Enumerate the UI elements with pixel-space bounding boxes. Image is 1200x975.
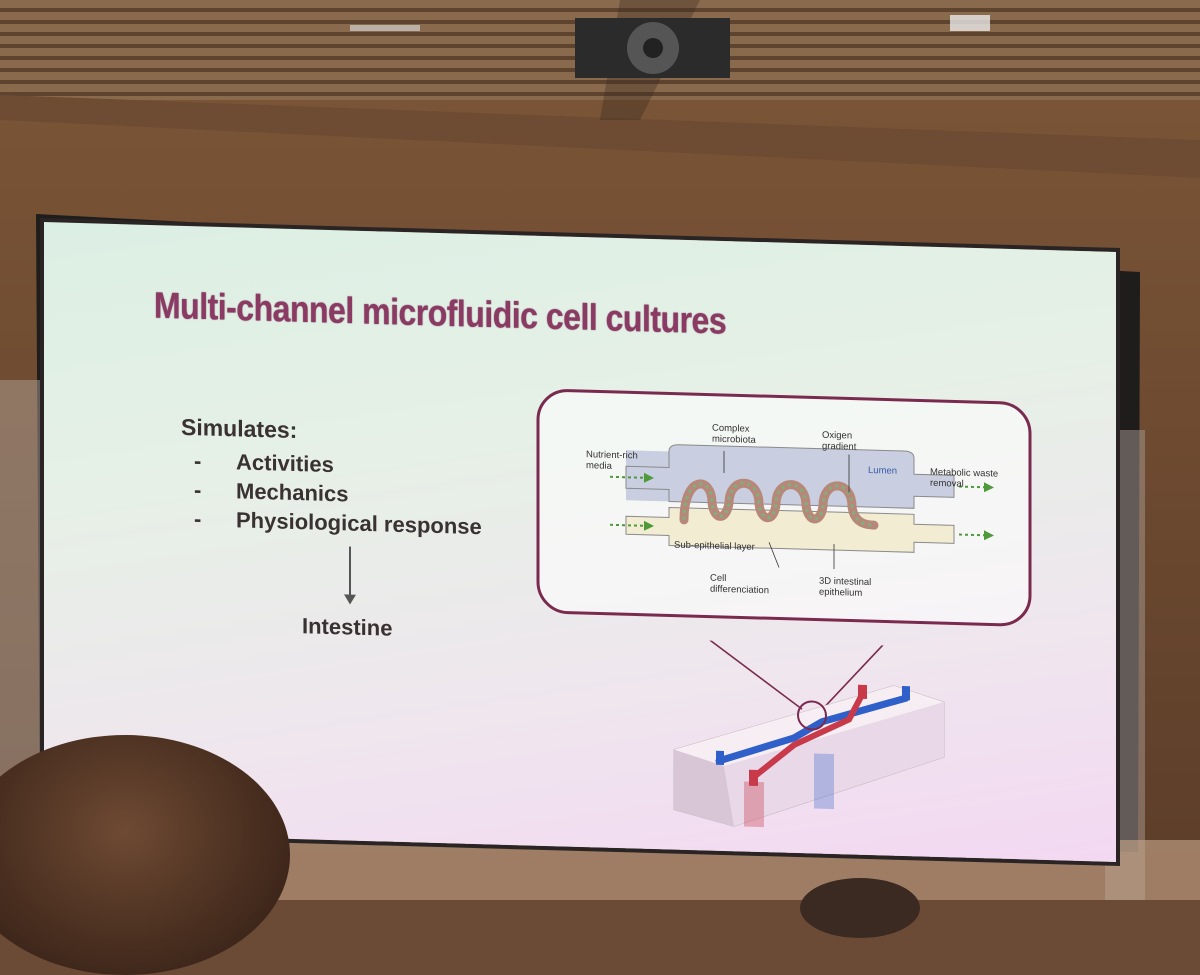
presentation-slide: Multi-channel microfluidic cell cultures…	[44, 222, 1116, 862]
label-3d-intestinal-epithelium: 3D intestinal epithelium	[819, 575, 872, 599]
diagram-graphic	[536, 389, 1032, 627]
down-arrow-icon	[349, 546, 351, 603]
zoom-circle	[797, 700, 827, 731]
label-oxygen-gradient: Oxigen gradient	[822, 429, 857, 453]
simulates-label: Simulates:	[181, 413, 298, 444]
intestine-chip-diagram: Nutrient-rich media Complex microbiota O…	[534, 386, 1034, 630]
label-nutrient-media: Nutrient-rich media	[586, 449, 638, 472]
label-lumen: Lumen	[868, 465, 898, 477]
ceiling-beam	[0, 95, 1200, 178]
label-metabolic-waste: Metabolic waste removal	[930, 466, 999, 490]
label-cell-differenciation: Cell differenciation	[710, 572, 769, 597]
label-complex-microbiota: Complex microbiota	[712, 422, 756, 446]
microfluidic-chip-illustration	[673, 638, 945, 828]
ceiling-vent	[575, 18, 730, 78]
intestine-label: Intestine	[302, 613, 393, 641]
slide-title: Multi-channel microfluidic cell cultures	[154, 284, 727, 342]
audience-head	[800, 878, 920, 938]
blue-channel	[715, 694, 910, 765]
flow-arrow-icon	[610, 472, 994, 541]
label-sub-epithelial-layer: Sub-epithelial layer	[674, 539, 755, 553]
callout-frame	[536, 389, 1032, 627]
channel-bottom	[625, 506, 955, 553]
bullet-list: -Activities -Mechanics -Physiological re…	[194, 448, 482, 543]
red-channel	[751, 691, 865, 780]
